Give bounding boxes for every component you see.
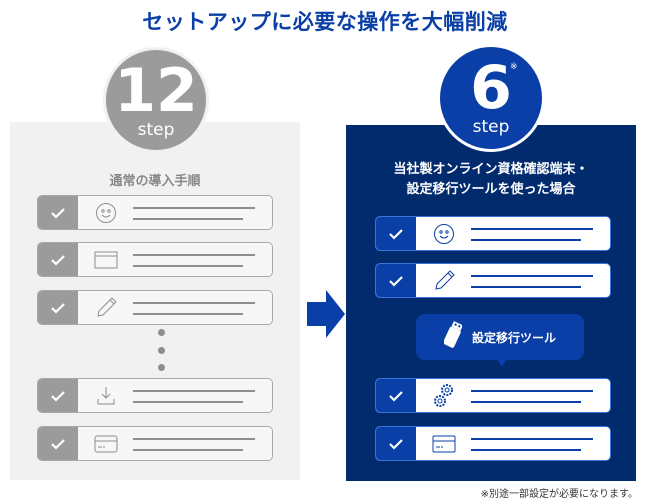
- placeholder-lines: [133, 243, 272, 276]
- check-icon: [376, 379, 416, 412]
- left-step-count-badge: 12 step: [103, 47, 209, 153]
- right-step-card: [375, 426, 611, 461]
- placeholder-lines: [133, 427, 272, 460]
- gears-icon: [416, 379, 471, 412]
- placeholder-lines: [133, 291, 272, 324]
- ellipsis-dot: [158, 329, 165, 336]
- card-icon: [78, 427, 133, 460]
- right-step-card: [375, 263, 611, 298]
- browser-window-icon: [78, 243, 133, 276]
- left-step-card: [37, 426, 273, 461]
- left-heading: 通常の導入手順: [109, 174, 201, 189]
- placeholder-lines: [471, 427, 610, 460]
- right-arrow-icon: [307, 290, 347, 342]
- right-step-count-badge: 6 step: [437, 44, 545, 152]
- check-icon: [376, 217, 416, 250]
- tool-label: 設定移行ツール: [471, 330, 556, 345]
- ellipsis-dot: [158, 347, 165, 354]
- placeholder-lines: [471, 379, 610, 412]
- left-step-card: [37, 290, 273, 325]
- placeholder-lines: [133, 196, 272, 229]
- pencil-icon: [416, 264, 471, 297]
- callout-tail: [497, 359, 507, 367]
- check-icon: [38, 196, 78, 229]
- smiley-icon: [78, 196, 133, 229]
- check-icon: [38, 291, 78, 324]
- tool-procedure-panel: [346, 125, 636, 481]
- check-icon: [38, 243, 78, 276]
- check-icon: [376, 427, 416, 460]
- right-step-unit: step: [472, 117, 510, 137]
- check-icon: [38, 427, 78, 460]
- right-step-card: [375, 378, 611, 413]
- smiley-icon: [416, 217, 471, 250]
- placeholder-lines: [471, 217, 610, 250]
- card-icon: [416, 427, 471, 460]
- footnote: ※別途一部設定が必要になります。: [480, 489, 638, 500]
- right-heading: 当社製オンライン資格確認端末・ 設定移行ツールを使った場合: [346, 160, 636, 200]
- check-icon: [376, 264, 416, 297]
- ellipsis-dot: [158, 364, 165, 371]
- left-step-count: 12: [114, 56, 198, 126]
- download-icon: [78, 379, 133, 412]
- placeholder-lines: [471, 264, 610, 297]
- check-icon: [38, 379, 78, 412]
- left-step-card: [37, 242, 273, 277]
- right-heading-line2: 設定移行ツールを使った場合: [406, 182, 576, 197]
- left-step-card: [37, 378, 273, 413]
- settings-migration-tool-callout: 設定移行ツール: [416, 314, 584, 360]
- right-step-card: [375, 216, 611, 251]
- page-title: セットアップに必要な操作を大幅削減: [142, 10, 508, 34]
- note-mark: ※: [510, 62, 518, 72]
- placeholder-lines: [133, 379, 272, 412]
- left-step-card: [37, 195, 273, 230]
- pencil-icon: [78, 291, 133, 324]
- usb-drive-icon: [443, 321, 464, 353]
- left-step-unit: step: [137, 120, 175, 140]
- right-step-count: 6: [470, 53, 512, 123]
- right-heading-line1: 当社製オンライン資格確認端末・: [393, 162, 589, 177]
